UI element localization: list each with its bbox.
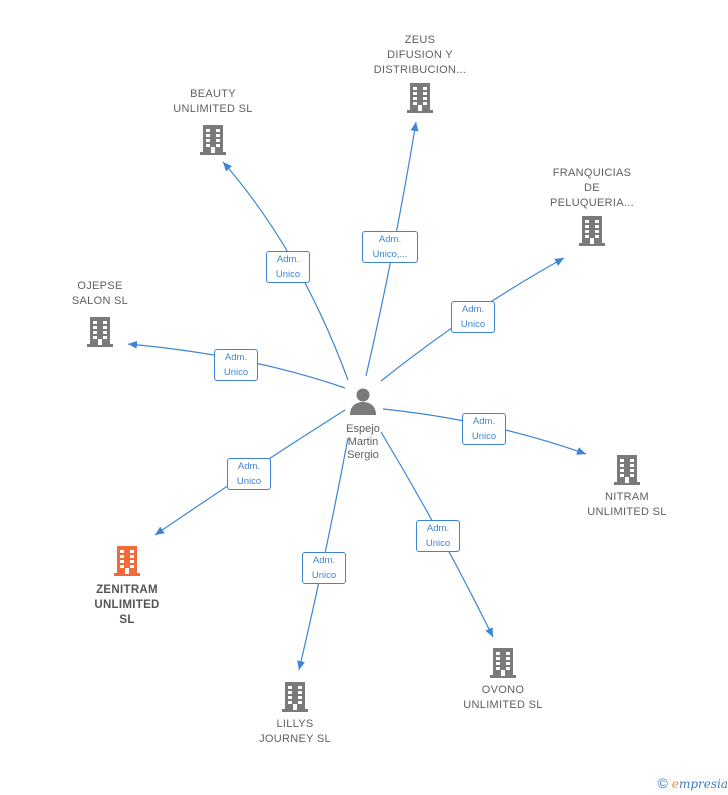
company-name[interactable]: ZENITRAM UNLIMITED SL [94,584,160,626]
building-icon [114,546,140,576]
building-icon [282,682,308,712]
company-node-zeus[interactable]: ZEUS DIFUSION Y DISTRIBUCION... [360,33,480,114]
company-node-ojepse[interactable]: OJEPSE SALON SL [40,279,160,348]
role-label-ovono[interactable]: Adm. Unico [416,520,460,552]
company-name[interactable]: ZEUS DIFUSION Y DISTRIBUCION... [373,34,467,76]
building-icon [490,648,516,678]
building-icon [579,216,605,246]
company-name[interactable]: LILLYS JOURNEY SL [259,718,331,745]
role-label-ojepse[interactable]: Adm. Unico [214,349,258,381]
role-label-lillys[interactable]: Adm. Unico [302,552,346,584]
role-label-nitram[interactable]: Adm. Unico [462,413,506,445]
role-label-beauty[interactable]: Adm. Unico [266,251,310,283]
company-node-franquicias[interactable]: FRANQUICIAS DE PELUQUERIA... [532,166,652,247]
role-label-zeus[interactable]: Adm. Unico,... [362,231,418,263]
company-node-beauty[interactable]: BEAUTY UNLIMITED SL [153,87,273,156]
person-name[interactable]: Espejo Martin Sergio [346,423,380,461]
company-node-ovono[interactable]: OVONO UNLIMITED SL [443,645,563,713]
copyright-icon: © [657,775,668,791]
brand-logo: mpresia [678,777,728,791]
company-name[interactable]: OJEPSE SALON SL [71,280,129,307]
building-icon [614,455,640,485]
company-name[interactable]: OVONO UNLIMITED SL [463,684,543,711]
brand-logo-initial: e [671,777,679,791]
footer-brand: ©empresia [658,775,728,791]
building-icon [407,83,433,113]
person-icon [350,388,376,415]
company-node-nitram[interactable]: NITRAM UNLIMITED SL [567,452,687,520]
role-label-franquicias[interactable]: Adm. Unico [451,301,495,333]
person-node[interactable] [343,386,383,416]
building-icon [87,317,113,347]
company-name[interactable]: NITRAM UNLIMITED SL [587,491,667,518]
building-icon [200,125,226,155]
company-node-zenitram[interactable]: ZENITRAM UNLIMITED SL [67,543,187,628]
company-name[interactable]: FRANQUICIAS DE PELUQUERIA... [550,167,634,209]
role-label-zenitram[interactable]: Adm. Unico [227,458,271,490]
company-node-lillys[interactable]: LILLYS JOURNEY SL [235,679,355,747]
company-name[interactable]: BEAUTY UNLIMITED SL [173,88,253,115]
